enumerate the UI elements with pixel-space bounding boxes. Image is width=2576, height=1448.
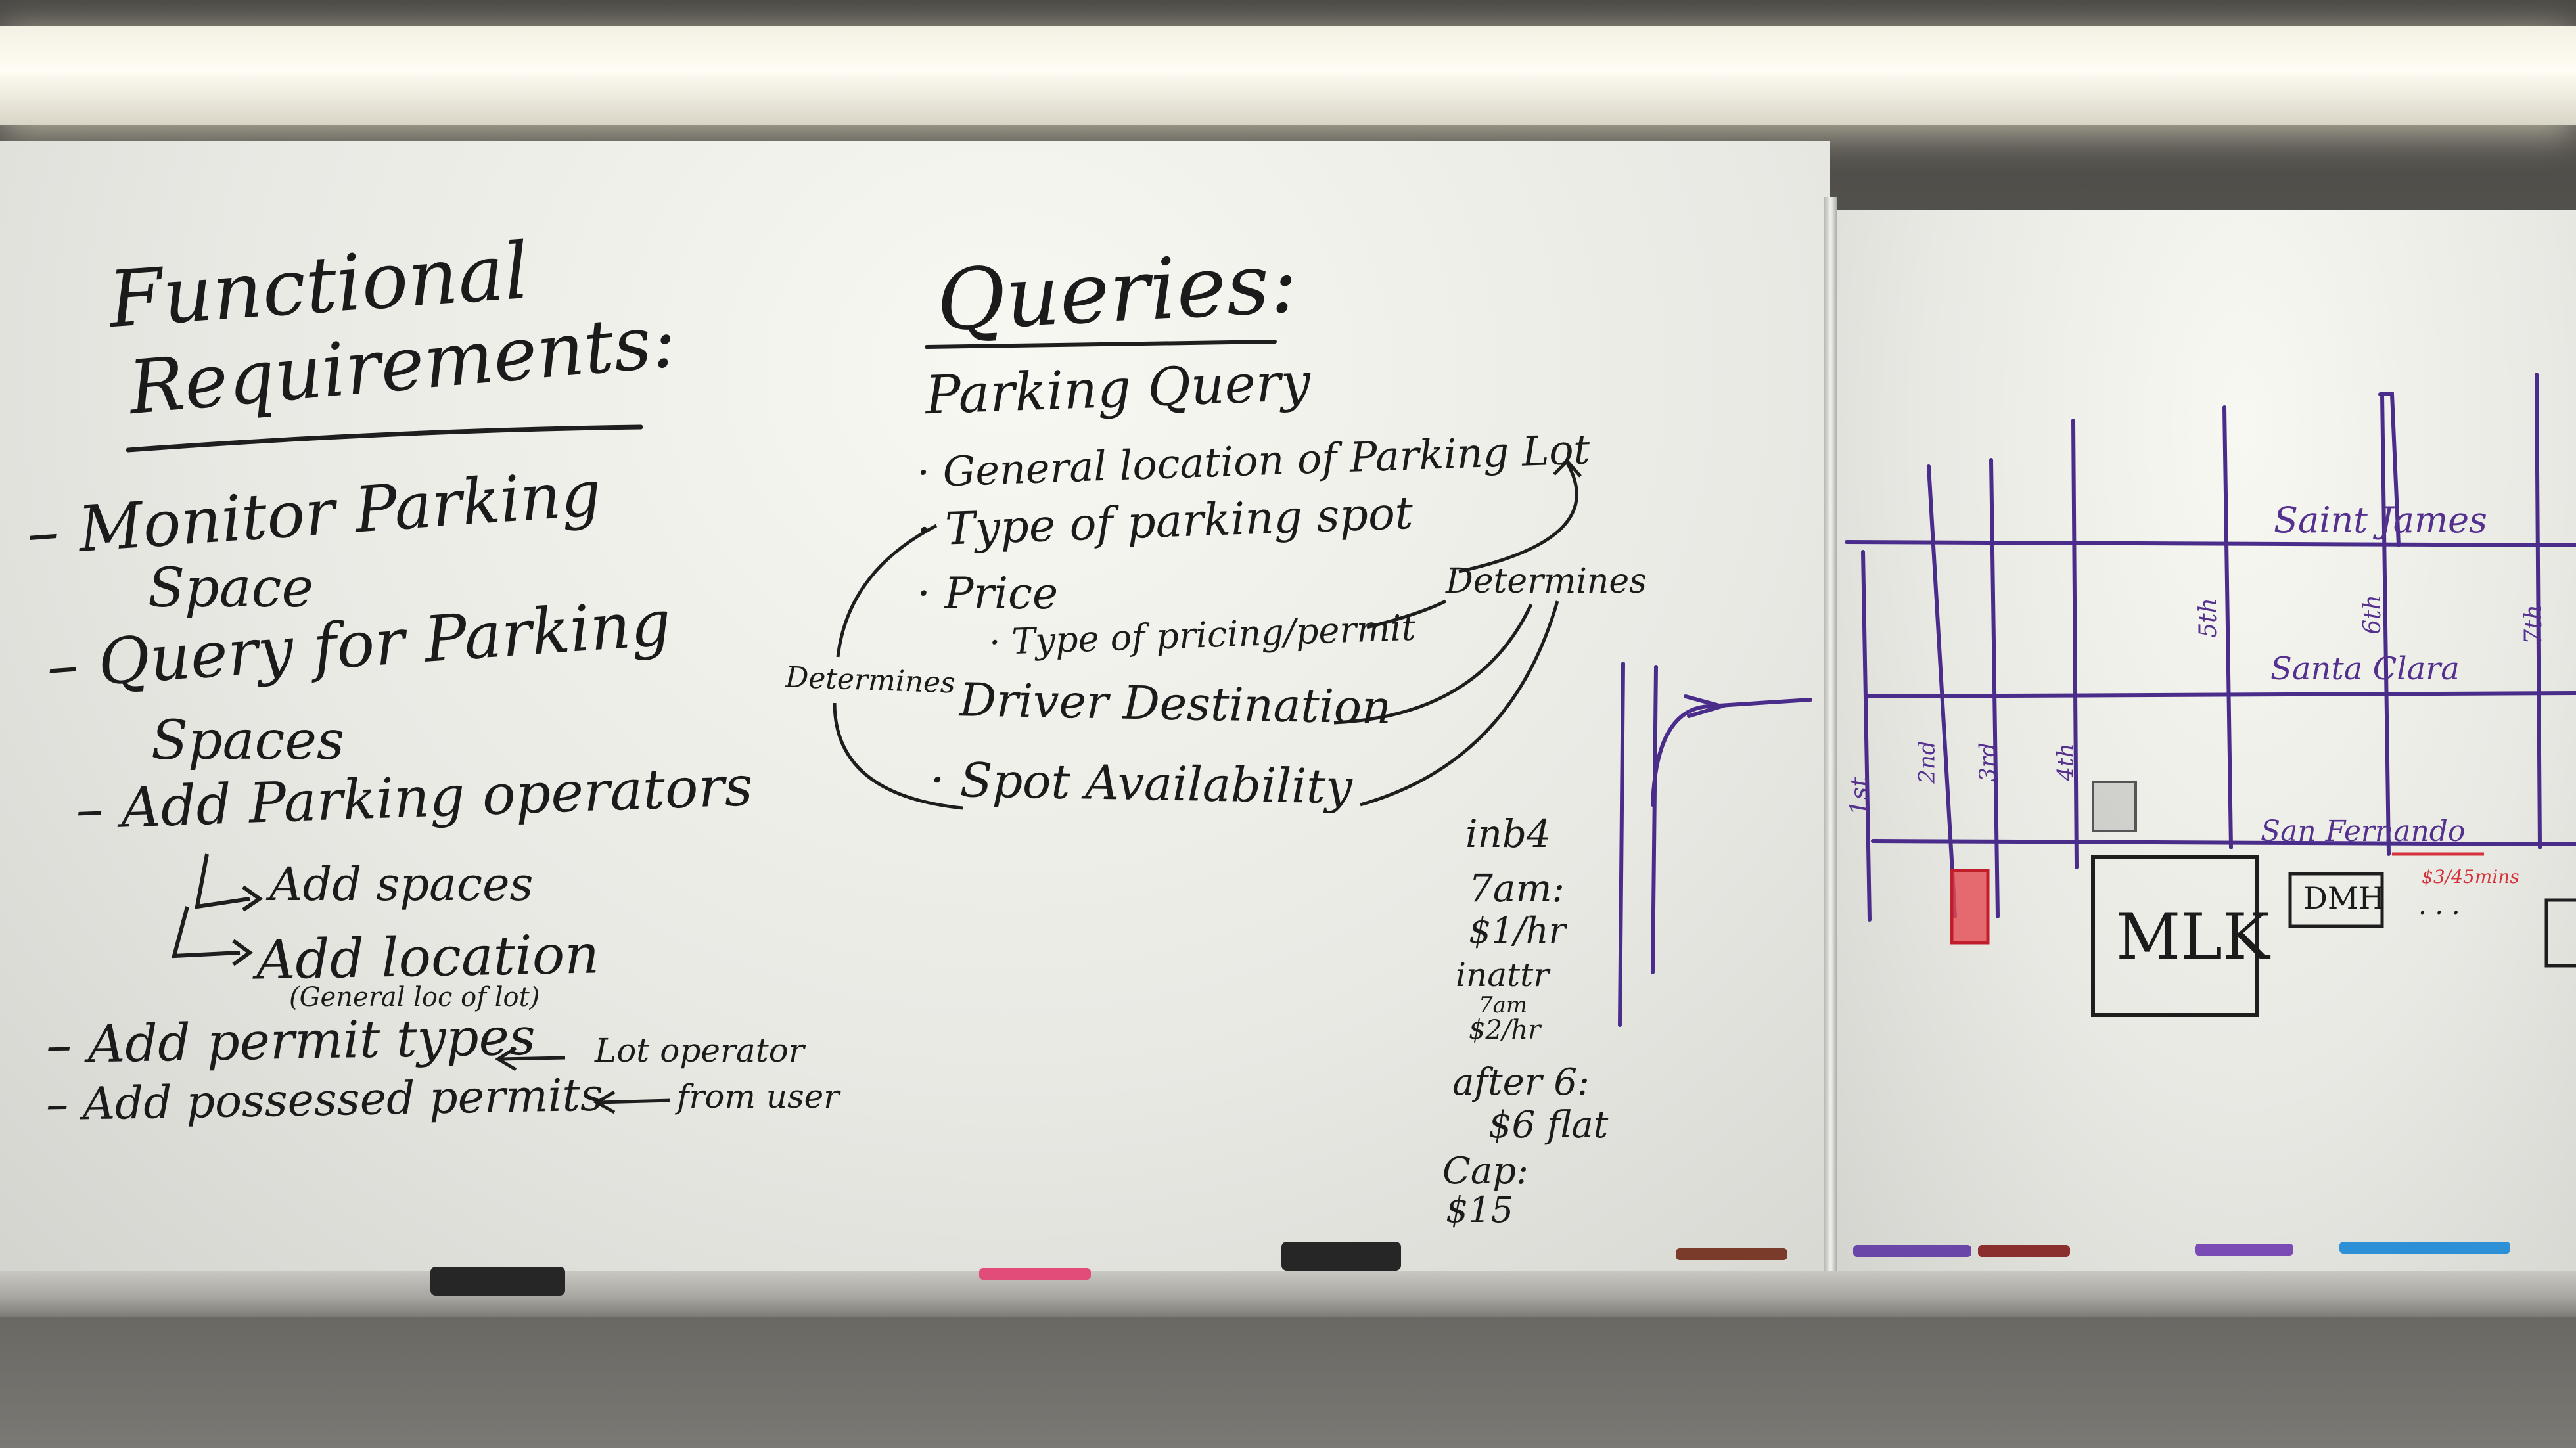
pricing-2-per-hour: $2/hr: [1469, 1015, 1541, 1045]
functional-item-permit-types: – Add permit types: [45, 1007, 536, 1075]
marker: [1978, 1245, 2070, 1257]
pricing-1-per-hour: $1/hr: [1469, 910, 1566, 951]
query-bullet-destination: Driver Destination: [959, 673, 1392, 735]
street-2nd: 2nd: [1914, 740, 1941, 784]
map-ellipsis: . . .: [2418, 890, 2460, 920]
marker: [2339, 1242, 2510, 1254]
lower-wall: [0, 1317, 2576, 1448]
functional-item-possessed-permits: – Add possessed permits: [45, 1069, 604, 1131]
pricing-7am-b: 7am: [1479, 992, 1528, 1018]
ceiling-light: [0, 26, 2576, 125]
functional-sub-add-spaces: Add spaces: [269, 857, 534, 911]
determines-right-label: Determines: [1446, 562, 1647, 601]
functional-item-monitor-cont: Space: [148, 557, 314, 620]
street-4th: 4th: [2052, 743, 2079, 781]
street-3rd: 3rd: [1974, 742, 2001, 782]
price-note-3-per-45: $3/45mins: [2422, 866, 2519, 888]
pricing-inattr: inattr: [1456, 956, 1550, 994]
determines-left-label: Determines: [785, 660, 956, 700]
pricing-after-6: after 6:: [1452, 1061, 1590, 1104]
building-mlk-label: MLK: [2116, 900, 2270, 974]
functional-item-permit-types-note: Lot operator: [595, 1031, 804, 1070]
whiteboard-right: [1837, 210, 2576, 1284]
functional-item-possessed-permits-note: from user: [677, 1077, 840, 1116]
marker: [1853, 1245, 1971, 1257]
marker: [2195, 1244, 2293, 1256]
pricing-15: $15: [1446, 1189, 1514, 1231]
functional-item-query-cont: Spaces: [151, 710, 345, 772]
street-7th: 7th: [2519, 604, 2547, 645]
functional-sub-location-note: (General loc of lot): [289, 982, 540, 1012]
whiteboard-seam: [1824, 197, 1837, 1301]
eraser: [1281, 1242, 1401, 1271]
street-6th: 6th: [2358, 595, 2386, 635]
pricing-cap: Cap:: [1442, 1150, 1529, 1192]
street-saint-james: Saint James: [2274, 499, 2487, 541]
query-bullet-availability: · Spot Availability: [929, 752, 1353, 815]
building-dmh-label: DMH: [2303, 880, 2385, 916]
functional-sub-add-location: Add location: [256, 923, 600, 992]
query-bullet-price: · Price: [917, 568, 1059, 619]
pricing-inb4: inb4: [1465, 811, 1551, 856]
street-san-fernando: San Fernando: [2261, 815, 2466, 848]
street-santa-clara: Santa Clara: [2270, 650, 2460, 687]
street-5th: 5th: [2194, 598, 2222, 638]
marker: [1676, 1248, 1787, 1260]
queries-title: Queries:: [934, 233, 1300, 351]
marker: [979, 1268, 1091, 1280]
pricing-7am: 7am:: [1469, 866, 1565, 911]
eraser: [430, 1267, 565, 1296]
marker-tray: [0, 1271, 2576, 1317]
street-1st: 1st: [1845, 777, 1874, 816]
pricing-6-flat: $6 flat: [1488, 1104, 1609, 1146]
